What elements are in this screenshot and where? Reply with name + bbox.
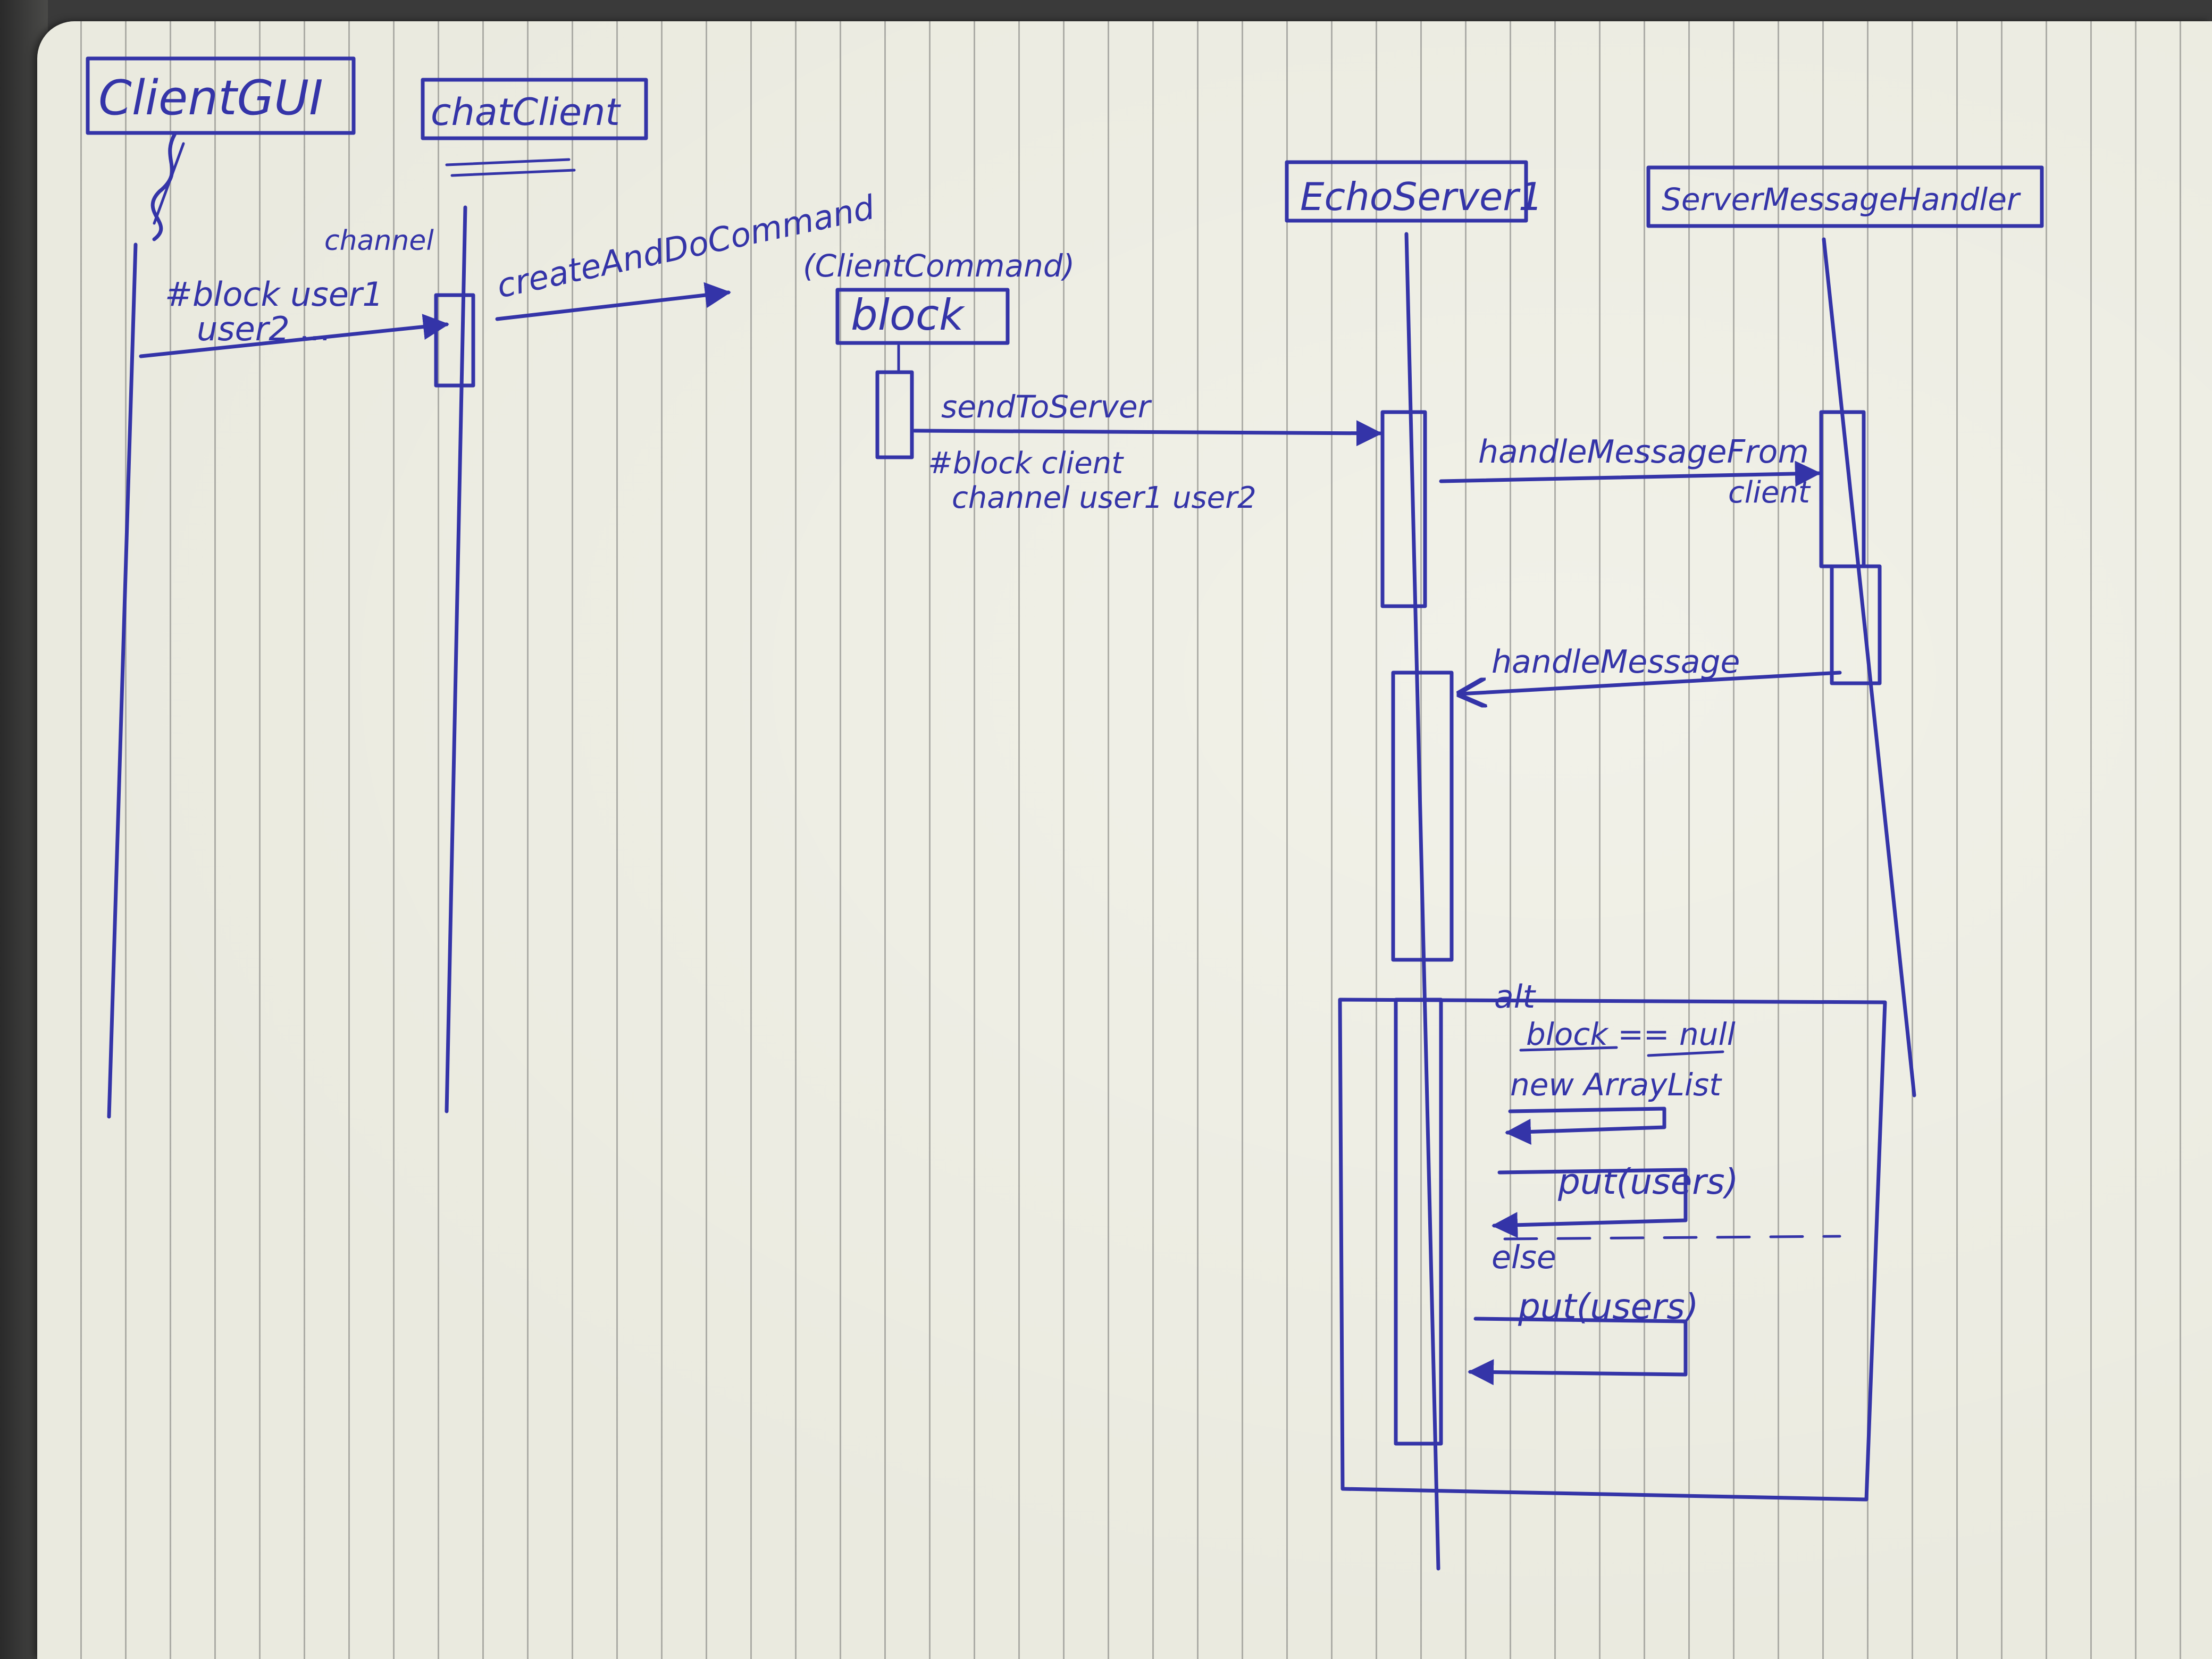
message-label: handleMessageFrom	[1478, 433, 1809, 471]
participant-box	[1285, 160, 1528, 223]
lifeline	[1822, 237, 1916, 1097]
activation-bar	[875, 370, 914, 459]
message-label: channel	[324, 225, 434, 257]
message-label: createAndDoCommand	[493, 188, 878, 306]
fragment-else: else	[1492, 1239, 1556, 1276]
object-type-note: (ClientCommand)	[803, 248, 1075, 284]
self-call-arrow	[1492, 1168, 1688, 1238]
participant-chat-client: chatClient	[421, 78, 648, 1113]
scratched-out-text	[1519, 1046, 1724, 1057]
notebook-page	[37, 21, 2212, 1659]
participant-box	[421, 78, 648, 140]
activation-bar	[434, 293, 475, 388]
message-handle-from-client: handleMessageFrom client	[1439, 433, 1821, 510]
message-send-to-server: sendToServer #block client channel user1…	[912, 389, 1382, 515]
participant-box	[86, 56, 356, 135]
scribble-mark	[153, 142, 185, 225]
fragment-guard: block == null	[1526, 1016, 1736, 1052]
message-payload: channel user1 user2	[952, 481, 1256, 515]
lifeline	[107, 242, 138, 1119]
participant-client-gui: ClientGUI	[86, 56, 356, 1119]
message-label: #block user1	[165, 275, 383, 314]
participant-label: EchoServer1	[1300, 174, 1543, 219]
activation-bar	[1391, 671, 1454, 962]
activation-bar	[1830, 564, 1882, 685]
lifeline	[445, 205, 467, 1113]
scribble-mark	[150, 131, 178, 241]
else-divider	[1503, 1235, 1841, 1241]
message-label: user2 ...	[197, 309, 332, 348]
message-label: handleMessage	[1492, 643, 1740, 681]
fragment-operator: alt	[1494, 978, 1536, 1016]
participant-box	[1646, 165, 2044, 228]
object-label: block	[851, 290, 965, 340]
self-call-arrow	[1505, 1107, 1666, 1145]
message-arrow	[1460, 671, 1842, 694]
participant-server-message-handler: ServerMessageHandler	[1646, 165, 2044, 1097]
self-call-arrow	[1468, 1317, 1688, 1386]
participant-label: chatClient	[431, 90, 621, 134]
alt-fragment: alt block == null new ArrayList put(user…	[1338, 978, 1887, 1502]
fragment-step: put(users)	[1557, 1161, 1738, 1202]
lifeline	[1404, 232, 1440, 1571]
object-box	[835, 288, 1010, 345]
fragment-frame	[1338, 998, 1887, 1502]
message-label: client	[1728, 475, 1811, 510]
message-arrow	[139, 314, 449, 358]
participant-label: ClientGUI	[98, 70, 323, 126]
message-payload: #block client	[928, 446, 1124, 481]
fragment-step: new ArrayList	[1510, 1067, 1722, 1103]
message-label: sendToServer	[941, 389, 1152, 425]
message-handle-message: handleMessage	[1460, 643, 1842, 694]
message-arrow	[912, 420, 1382, 447]
activation-bar	[1380, 410, 1427, 608]
participant-label: ServerMessageHandler	[1662, 181, 2021, 217]
scratched-out-text	[445, 158, 576, 177]
message-gui-to-client: channel #block user1 user2 ...	[139, 225, 449, 358]
message-arrow	[1439, 460, 1821, 487]
message-arrow	[495, 282, 731, 321]
participant-echo-server: EchoServer1	[1285, 160, 1543, 1571]
command-object-block: block (ClientCommand)	[803, 248, 1075, 459]
